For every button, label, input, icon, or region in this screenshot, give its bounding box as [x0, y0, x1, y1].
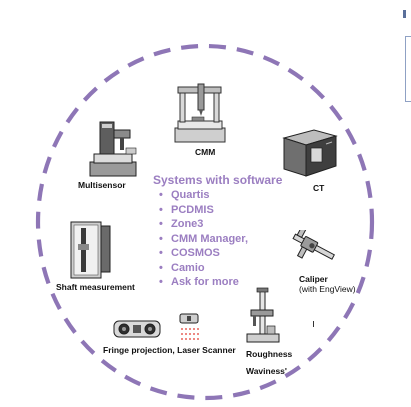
caliper-label-group: Caliper (with EngView)	[299, 274, 356, 294]
shaft-measurement-label: Shaft measurement	[56, 282, 135, 292]
waviness-label: Waviness'	[246, 366, 287, 376]
shaft-measurement-machine-icon	[70, 221, 111, 279]
software-item: •COSMOS	[159, 247, 220, 259]
software-items: •Quartis •PCDMIS •Zone3 •CMM Manager, •C…	[153, 188, 282, 290]
fringe-laser-label: Fringe projection, Laser Scanner	[103, 345, 236, 355]
cmm-machine-icon	[174, 83, 226, 143]
multisensor-machine-icon	[89, 121, 137, 177]
fringe-projection-scanner-icon	[113, 320, 161, 338]
software-item: •Quartis	[159, 189, 210, 201]
software-item: •Ask for more	[159, 276, 239, 288]
laser-scanner-icon	[179, 313, 199, 340]
software-item: •Zone3	[159, 218, 204, 230]
software-item: •Camio	[159, 261, 205, 274]
caliper-label: Caliper	[299, 274, 328, 284]
tick-mark	[313, 321, 314, 327]
software-list-heading: Systems with software	[153, 173, 283, 187]
edge-mark	[403, 10, 406, 18]
software-list: Systems with software •Quartis •PCDMIS •…	[153, 173, 282, 290]
ct-label: CT	[313, 183, 325, 193]
caliper-icon	[292, 230, 335, 260]
software-item: •PCDMIS	[159, 203, 214, 216]
caliper-sublabel: (with EngView)	[299, 284, 356, 294]
multisensor-label: Multisensor	[78, 180, 126, 190]
edge-panel-fragment	[405, 36, 411, 102]
ct-scanner-icon	[282, 129, 338, 177]
roughness-label: Roughness	[246, 349, 293, 359]
roughness-tester-icon	[246, 287, 280, 343]
software-item: •CMM Manager,	[159, 232, 249, 245]
cmm-label: CMM	[195, 147, 216, 157]
